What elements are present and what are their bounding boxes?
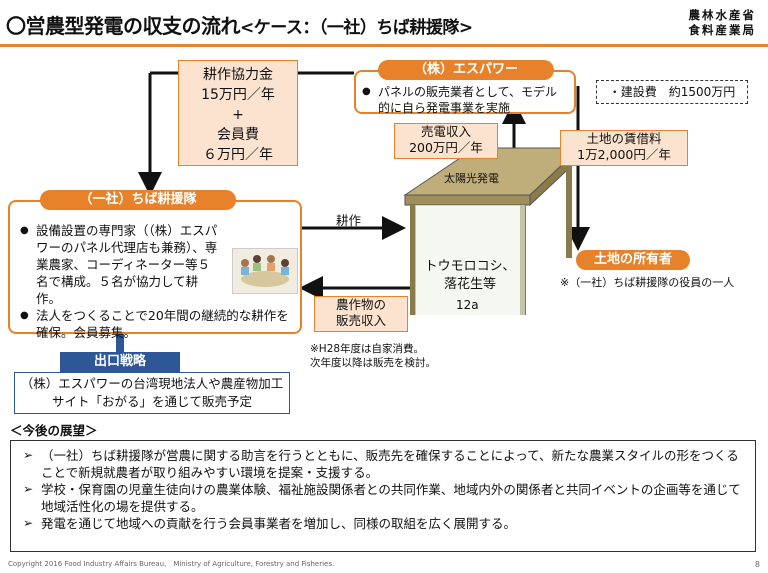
crop-label: トウモロコシ、 落花生等 [420, 258, 520, 294]
land-lease-line-1: 土地の賃借料 [586, 131, 662, 146]
fee-box: 耕作協力金 15万円／年 + 会員費 ６万円／年 [178, 60, 298, 166]
fee-line-4: 会員費 [217, 127, 259, 143]
crop-note: ※H28年度は自家消費。 次年度以降は販売を検討。 [310, 342, 436, 370]
sales-revenue-box: 売電収入 200万円／年 [394, 123, 498, 159]
esp-text: パネルの販売業者として、モデル的に自ら発電事業を実施 [360, 84, 568, 116]
title-sub: <ケース：（一社）ちば耕援隊> [240, 18, 473, 38]
landowner-note: ※（一社）ちば耕援隊の役員の一人 [560, 276, 735, 289]
outlook-heading: ＜今後の展望＞ [10, 423, 98, 438]
land-lease-line-2: 1万2,000円／年 [577, 147, 671, 162]
fee-line-5: ６万円／年 [203, 147, 273, 163]
crop-note-line-1: ※H28年度は自家消費。 [310, 343, 425, 355]
crop-revenue-box: 農作物の 販売収入 [314, 296, 408, 332]
sales-revenue-line-2: 200万円／年 [409, 140, 483, 155]
agency-name: 農林水産省 食料産業局 [689, 8, 757, 38]
fee-line-3: + [232, 107, 244, 123]
solar-label: 太陽光発電 [444, 172, 499, 185]
crop-label-line-1: トウモロコシ、 [424, 259, 516, 274]
exit-label: 出口戦略 [60, 352, 180, 372]
outlook-box: （一社）ちば耕援隊が営農に関する助言を行うとともに、販売先を確保することによって… [10, 440, 756, 552]
title-main: 〇営農型発電の収支の流れ [6, 14, 241, 38]
chiba-label: （一社）ちば耕援隊 [40, 190, 236, 210]
landowner-label: 土地の所有者 [576, 250, 690, 270]
crop-label-line-2: 落花生等 [443, 277, 496, 292]
fee-line-2: 15万円／年 [201, 87, 275, 103]
crop-revenue-line-2: 販売収入 [335, 313, 386, 328]
area-label: 12a [456, 298, 479, 312]
land-lease-box: 土地の賃借料 1万2,000円／年 [560, 130, 688, 166]
header-divider [0, 44, 768, 47]
farming-label: 耕作 [336, 213, 362, 228]
exit-text: （株）エスパワーの台湾現地法人や農産物加工サイト「おがる」を通じて販売予定 [14, 372, 290, 414]
crop-revenue-line-1: 農作物の [335, 297, 386, 312]
footer-copyright: Copyright 2016 Food Industry Affairs Bur… [8, 560, 335, 568]
chiba-bullet-2: 法人をつくることで20年間の継続的な耕作を確保。会員募集。 [18, 307, 292, 341]
page-number: 8 [754, 560, 760, 569]
chiba-bullet-1: 設備設置の専門家（（株）エスパワーのパネル代理店も兼務）、専業農家、コーディネー… [18, 222, 220, 307]
agency-line-1: 農林水産省 [688, 8, 756, 22]
esp-label: （株）エスパワー [378, 60, 554, 80]
sales-revenue-line-1: 売電収入 [420, 124, 471, 139]
construction-cost: ・建設費 約1500万円 [596, 80, 748, 104]
outlook-item-1: （一社）ちば耕援隊が営農に関する助言を行うとともに、販売先を確保することによって… [21, 447, 745, 481]
crop-note-line-2: 次年度以降は販売を検討。 [310, 357, 436, 369]
page-title: 〇営農型発電の収支の流れ<ケース：（一社）ちば耕援隊> [6, 10, 473, 39]
fee-line-1: 耕作協力金 [203, 67, 273, 83]
outlook-item-3: 発電を通じて地域への貢献を行う会員事業者を増加し、同様の取組を広く展開する。 [21, 515, 745, 532]
agency-line-2: 食料産業局 [688, 23, 756, 37]
outlook-item-2: 学校・保育園の児童生徒向けの農業体験、福祉施設関係者との共同作業、地域内外の関係… [21, 481, 745, 515]
meeting-illustration [232, 248, 298, 294]
